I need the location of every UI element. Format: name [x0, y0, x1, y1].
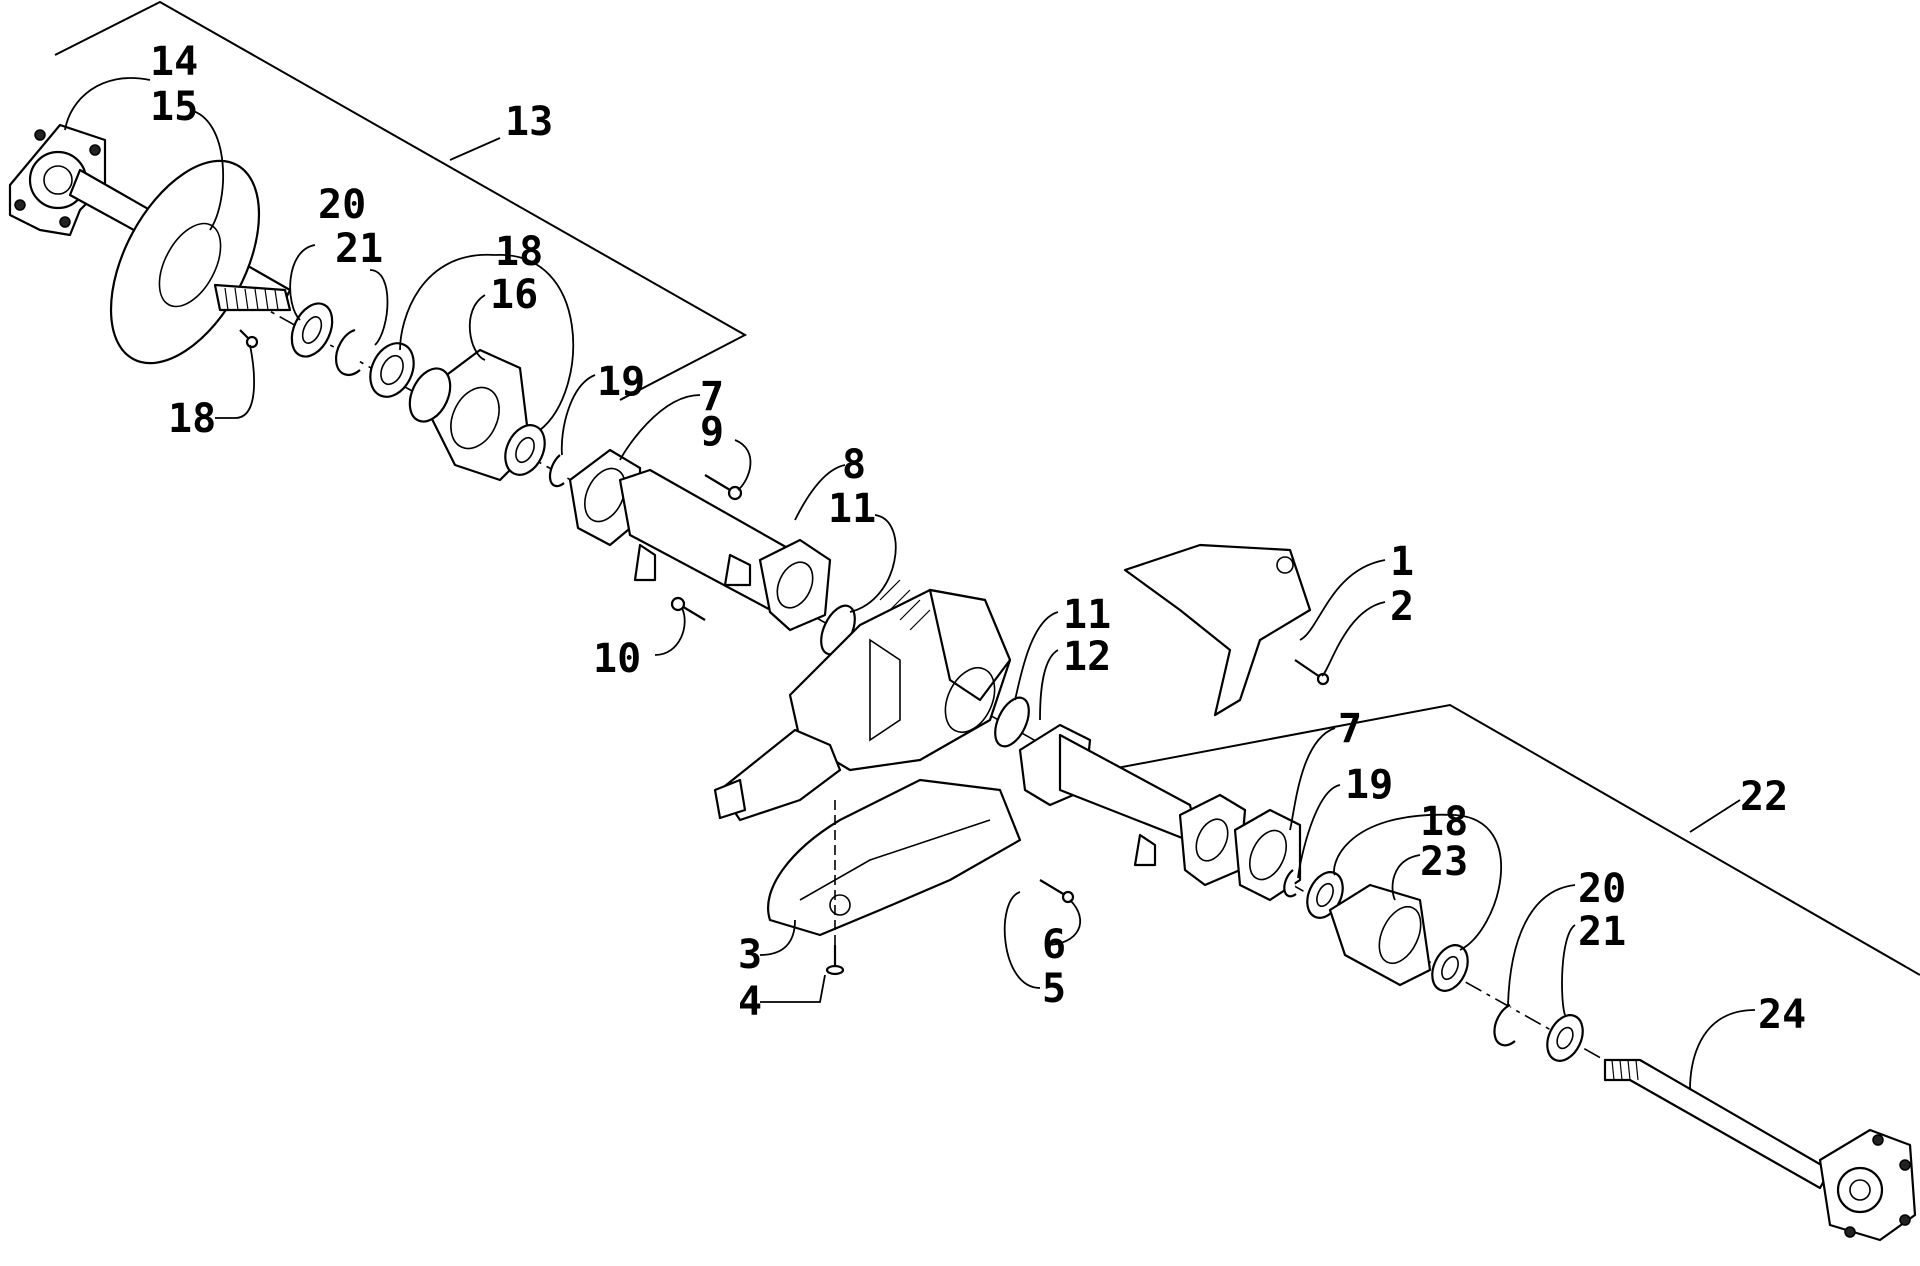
leader-13 — [449, 137, 501, 161]
leader-22 — [1689, 799, 1741, 833]
callout-19-left: 19 — [597, 359, 645, 405]
callout-6: 6 — [1042, 922, 1066, 968]
bearing-18-right-b — [1431, 944, 1469, 992]
callout-17: 18 — [168, 396, 216, 442]
bolt-2 — [1294, 659, 1330, 686]
left-spline — [213, 283, 292, 312]
bolt-10 — [670, 596, 706, 621]
snap-ring-21-left — [335, 328, 361, 377]
bolt-9 — [704, 474, 743, 501]
snap-ring-19-left — [548, 454, 565, 488]
callout-19-right: 19 — [1345, 762, 1393, 808]
bearing-housing-23 — [1328, 883, 1432, 987]
callout-21-left: 21 — [335, 226, 383, 272]
bearing-housing-16 — [408, 348, 532, 482]
callout-13: 13 — [505, 99, 553, 145]
callout-9: 9 — [700, 409, 724, 455]
brake-disc — [109, 159, 261, 365]
callout-1: 1 — [1390, 539, 1414, 585]
callout-14: 14 — [150, 39, 198, 85]
left-hub — [8, 123, 107, 237]
bearing-18-left-a — [369, 342, 415, 398]
gasket-7-right — [1233, 808, 1302, 902]
leader-lines — [64, 77, 1756, 1091]
screw-4 — [825, 945, 845, 976]
callout-23: 23 — [1420, 839, 1468, 885]
callout-15: 15 — [150, 84, 198, 130]
callout-10: 10 — [593, 636, 641, 682]
callout-7-right: 7 — [1338, 706, 1362, 752]
bracket-13 — [54, 0, 748, 401]
snap-ring-19-right — [1283, 869, 1297, 898]
callout-12: 12 — [1063, 634, 1111, 680]
snap-ring-21-right — [1493, 1004, 1516, 1047]
right-axle-shaft-24 — [1603, 1058, 1832, 1190]
callout-3: 3 — [738, 932, 762, 978]
callout-16: 16 — [490, 272, 538, 318]
callout-18-right: 18 — [1420, 799, 1468, 845]
right-axle-tube — [1018, 723, 1247, 887]
callout-24: 24 — [1758, 992, 1806, 1038]
callout-2: 2 — [1390, 584, 1414, 630]
callout-22: 22 — [1740, 774, 1788, 820]
bearing-18-left-b — [504, 424, 546, 476]
callout-4: 4 — [738, 979, 762, 1025]
mount-bracket-1 — [1123, 543, 1312, 717]
o-ring-11-right — [994, 696, 1030, 748]
callout-5: 5 — [1042, 966, 1066, 1012]
differential-housing — [713, 579, 1012, 822]
screw-6 — [1039, 879, 1075, 904]
seal-20-left — [290, 302, 334, 358]
right-hub — [1818, 1128, 1917, 1242]
callout-18-left: 18 — [495, 229, 543, 275]
callout-8: 8 — [842, 442, 866, 488]
screw-17 — [239, 329, 259, 349]
callout-21-right: 21 — [1578, 909, 1626, 955]
callout-11-left: 11 — [828, 486, 876, 532]
callout-20-right: 20 — [1578, 866, 1626, 912]
skid-plate-3 — [767, 778, 1022, 937]
callout-20-left: 20 — [318, 182, 366, 228]
callout-labels: 14 15 13 20 21 18 16 19 7 9 18 8 11 10 1… — [150, 39, 1806, 1038]
left-axle-tube-8 — [618, 468, 832, 632]
bracket-22 — [1079, 703, 1920, 976]
callout-11-right: 11 — [1063, 592, 1111, 638]
seal-20-right — [1546, 1014, 1584, 1062]
callout-7-left: 7 — [700, 374, 724, 420]
